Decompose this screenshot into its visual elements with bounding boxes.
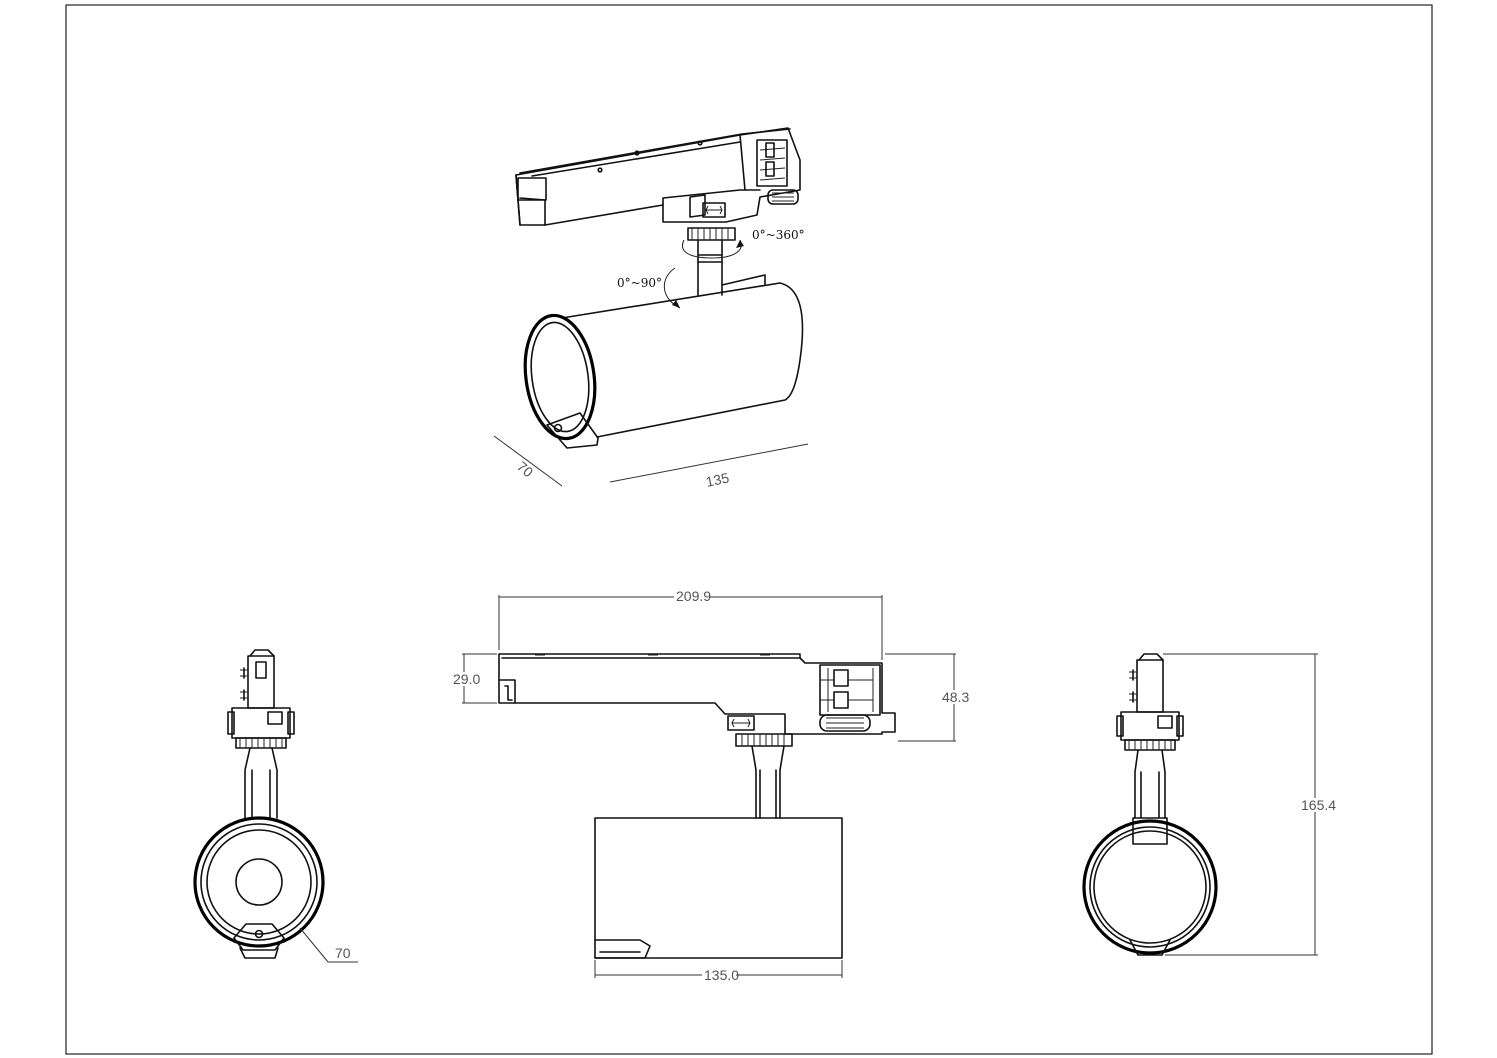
drawing-border: [65, 4, 1433, 1055]
back-adapter: [1116, 653, 1184, 751]
front-adapter: [227, 649, 295, 749]
side-dim-135: 135.0: [704, 967, 739, 983]
back-dimension: 165.4: [1163, 653, 1336, 956]
side-dim-48: 48.3: [942, 689, 969, 705]
side-adapter: [498, 653, 896, 747]
back-dim-165: 165.4: [1301, 797, 1336, 813]
front-view: 70: [193, 649, 358, 963]
front-lens: [193, 816, 325, 959]
side-view: 209.9 29.0 48.3 135.0: [453, 588, 969, 983]
front-dim-70: 70: [335, 945, 351, 961]
iso-cylinder-body: [523, 282, 804, 449]
iso-dim-135: 135: [704, 469, 730, 490]
front-dimension: 70: [299, 927, 358, 963]
tilt-angle-label: 0°~90°: [617, 276, 662, 290]
isometric-view: 70 135 0°~360° 0°~90°: [493, 127, 809, 490]
side-dim-29: 29.0: [453, 671, 480, 687]
iso-dim-70: 70: [514, 458, 536, 480]
back-view: 165.4: [1082, 653, 1336, 956]
iso-track-adapter: [515, 127, 801, 226]
side-body: [594, 817, 843, 959]
back-stem: [1132, 749, 1168, 845]
iso-dimensions: 70 135 0°~360° 0°~90°: [493, 228, 809, 490]
iso-swivel-joint: [663, 227, 766, 309]
rotation-angle-label: 0°~360°: [752, 228, 805, 242]
side-dimensions: 209.9 29.0 48.3 135.0: [453, 588, 969, 983]
front-stem: [244, 747, 278, 819]
side-dim-209: 209.9: [676, 588, 711, 604]
back-body: [1082, 819, 1218, 956]
side-stem: [751, 745, 785, 819]
